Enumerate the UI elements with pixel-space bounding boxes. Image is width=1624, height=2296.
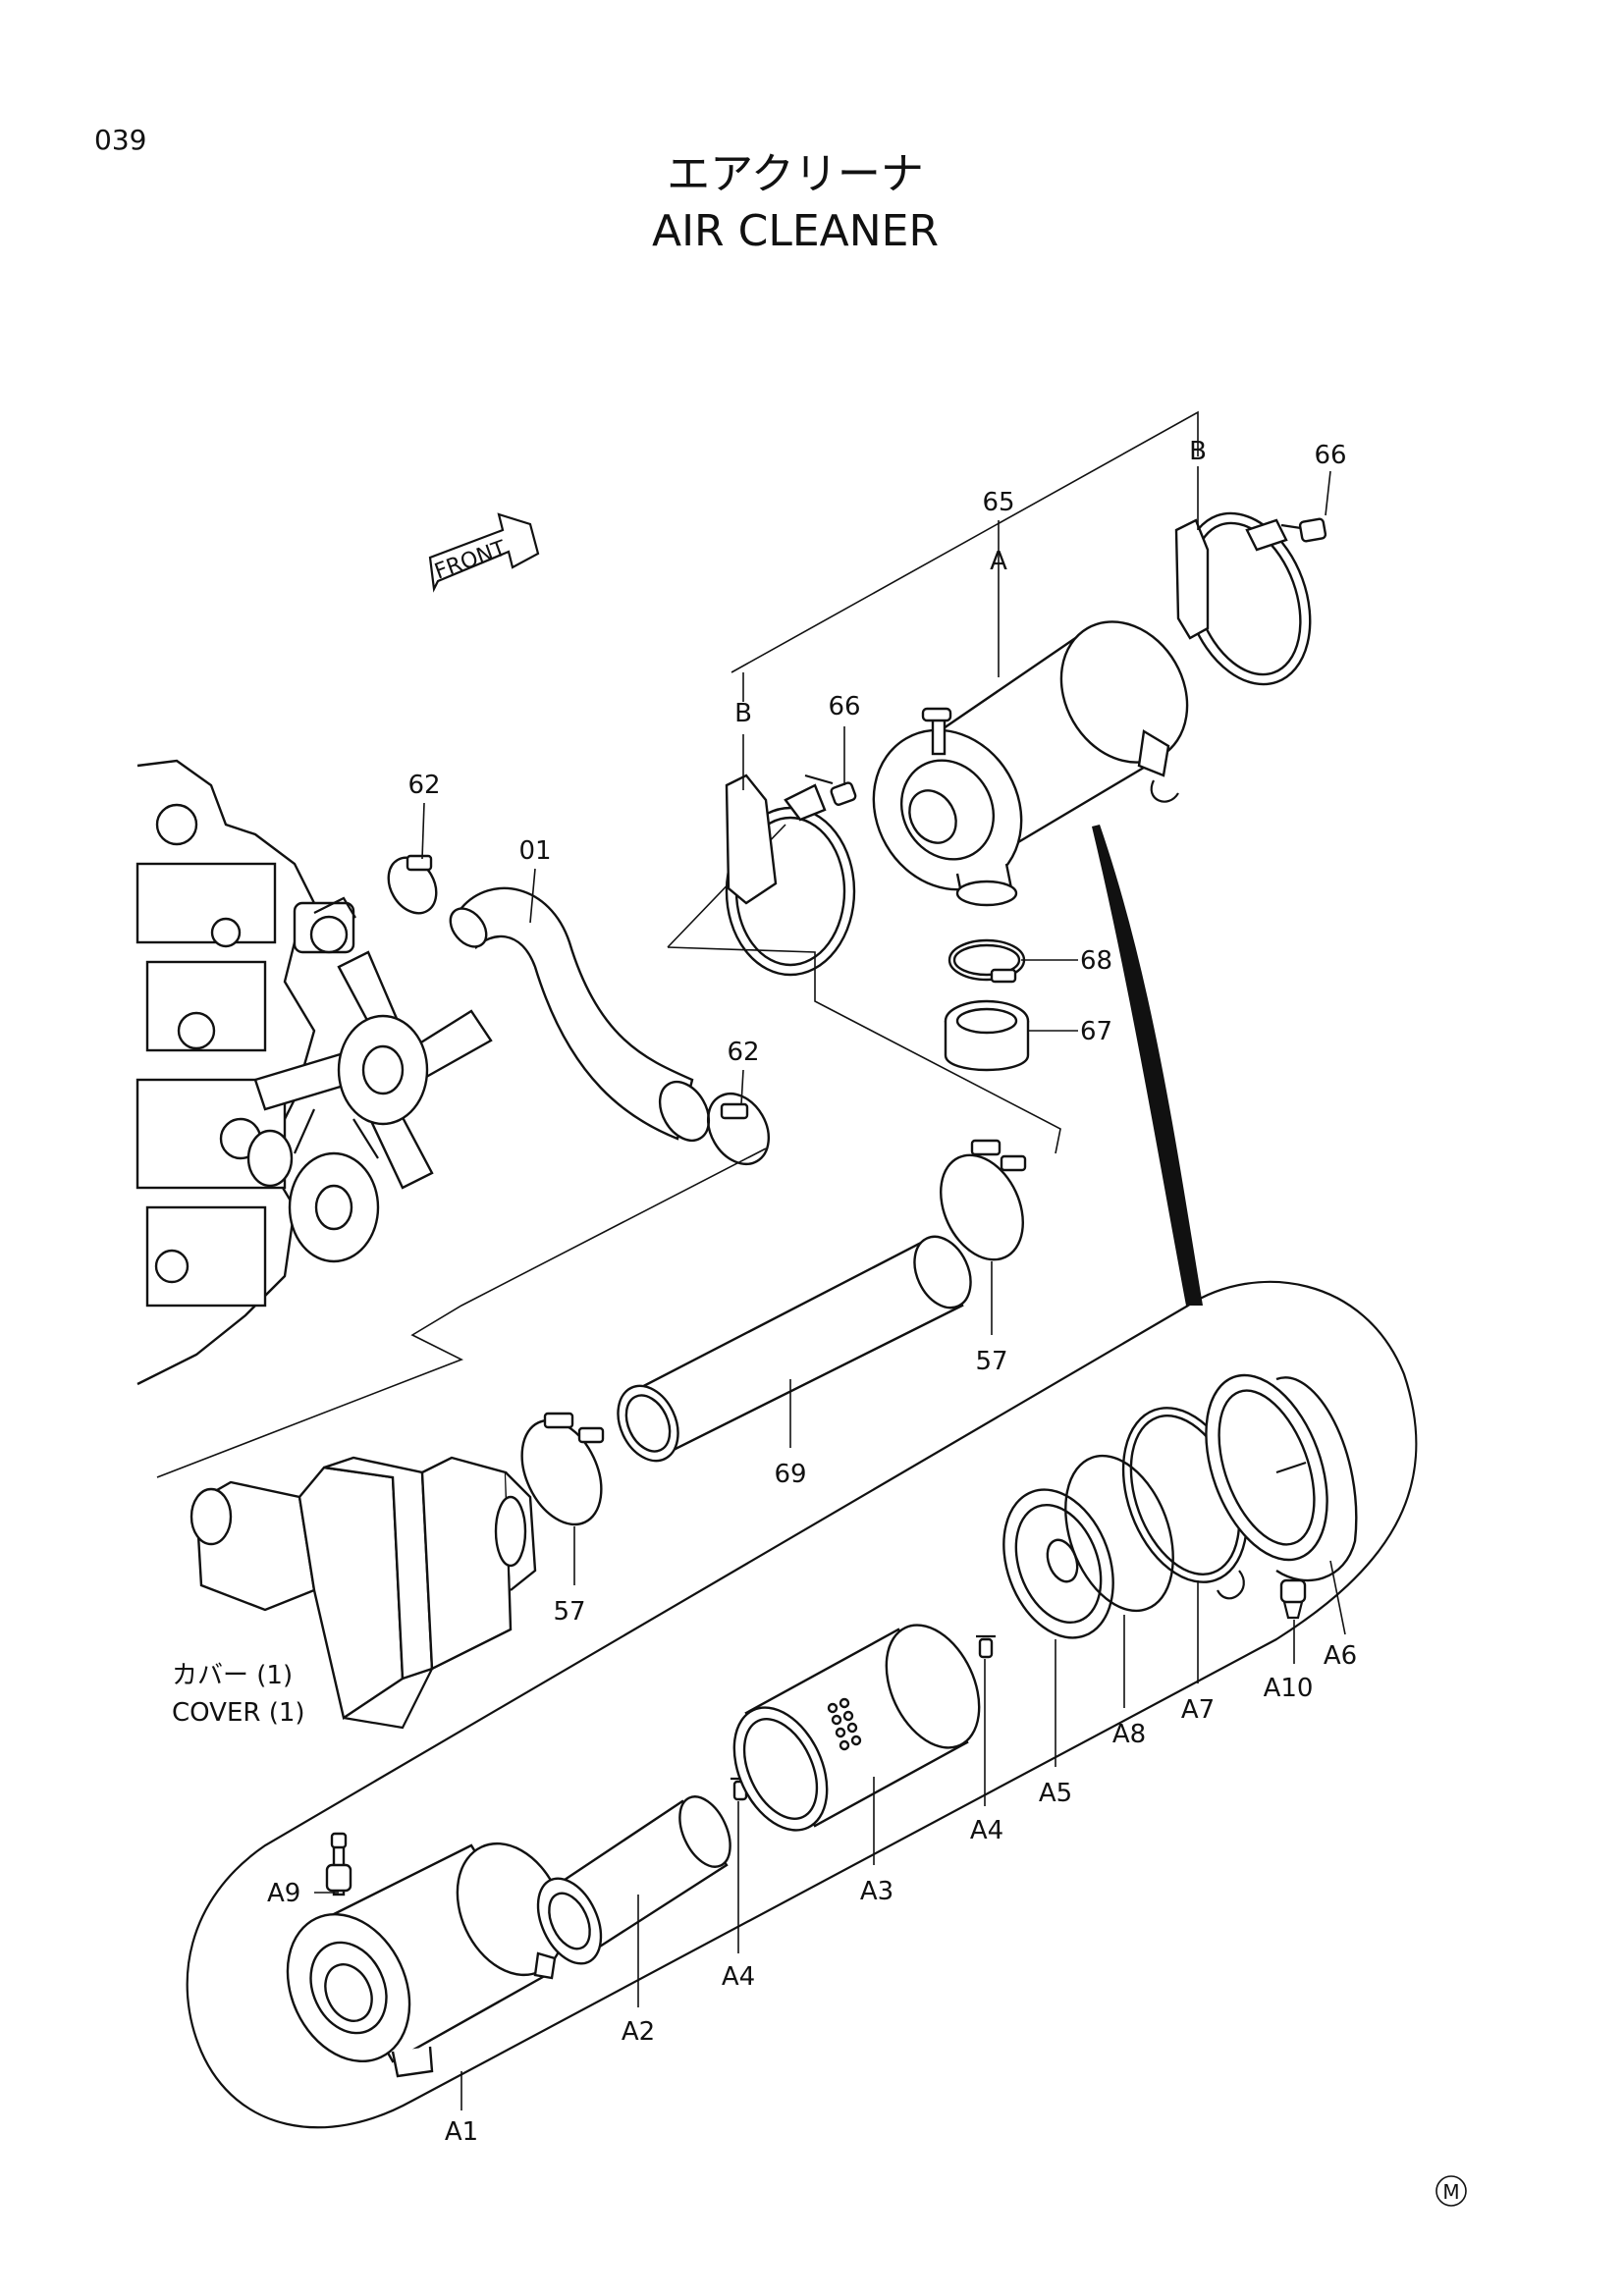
- front-label: FRONT: [432, 536, 511, 584]
- callout-a5: A5: [1039, 1779, 1072, 1808]
- callout-62-bottom: 62: [727, 1038, 759, 1067]
- callout-a2: A2: [622, 2017, 655, 2047]
- callout-a4-right: A4: [970, 1816, 1003, 1845]
- callout-a9: A9: [267, 1879, 300, 1908]
- hose-69: [617, 1235, 972, 1463]
- callout-68: 68: [1080, 946, 1112, 976]
- callout-a: A: [990, 547, 1007, 576]
- vacuator-a9: [325, 1832, 352, 1896]
- bracket-clamp-right: [1174, 511, 1327, 686]
- footer-mark: M: [1442, 2180, 1459, 2204]
- title-japanese: エアクリーナ: [667, 149, 924, 199]
- cover-note-japanese: カバー (1): [172, 1661, 293, 1690]
- callout-62-top: 62: [407, 771, 440, 800]
- callout-b-right: B: [1189, 437, 1207, 466]
- callout-57-left: 57: [553, 1597, 585, 1627]
- leader-lines: [314, 466, 1346, 2110]
- callout-a4-left: A4: [722, 1962, 755, 1992]
- callout-57-right: 57: [975, 1347, 1007, 1376]
- inner-element-a2: [536, 1795, 731, 1965]
- callout-a3: A3: [860, 1877, 893, 1906]
- title-english: AIR CLEANER: [652, 206, 939, 256]
- engine-block: [135, 759, 493, 1386]
- hose-clamp-57-right: [940, 1139, 1027, 1261]
- hose-clamp-57-left: [520, 1412, 605, 1526]
- exploded-view-outline: [186, 1280, 1418, 2129]
- end-cap-a5: [1002, 1488, 1114, 1639]
- callout-67: 67: [1080, 1017, 1112, 1046]
- callout-a1: A1: [445, 2117, 478, 2147]
- exploded-view-pointer: [1092, 825, 1203, 1306]
- callout-labels: 66 B 65 A B 66 62 01 68 67 62 57 69 57 A…: [267, 437, 1357, 2147]
- page-number: 039: [94, 124, 146, 156]
- hose-clamp-62-top: [387, 854, 438, 915]
- housing-a1: [286, 1842, 566, 2078]
- fan: [253, 950, 493, 1190]
- callout-01: 01: [518, 836, 551, 866]
- front-arrow-icon: FRONT: [428, 512, 540, 593]
- hose-clamp-62-bottom: [706, 1093, 771, 1165]
- dust-cup-a6: [1205, 1373, 1358, 1582]
- cover-note-english: COVER (1): [172, 1698, 305, 1728]
- bracket-clamp-left: [725, 774, 857, 977]
- hose-clamp-68: [947, 938, 1026, 984]
- callout-69: 69: [774, 1460, 806, 1489]
- outer-element-a3: [732, 1624, 981, 1832]
- hose-01: [449, 886, 711, 1143]
- gasket-a8: [1064, 1454, 1174, 1613]
- footer-mark-icon: M: [1435, 2175, 1467, 2207]
- callout-66-left: 66: [828, 692, 860, 721]
- callout-65: 65: [982, 488, 1014, 517]
- rubber-seal-67: [944, 999, 1030, 1072]
- callout-a6: A6: [1324, 1641, 1357, 1671]
- callout-a10: A10: [1264, 1674, 1314, 1703]
- callout-a8: A8: [1112, 1720, 1146, 1749]
- callout-b-left: B: [734, 699, 752, 728]
- air-cleaner-assembly: [872, 620, 1189, 907]
- callout-a7: A7: [1181, 1695, 1215, 1725]
- perforation-pattern: [827, 1697, 862, 1751]
- dust-valve-a10: [1279, 1578, 1307, 1620]
- callout-66-right: 66: [1314, 441, 1346, 470]
- wing-nut-a4-right: [976, 1634, 996, 1659]
- intake-cover: [189, 1456, 537, 1730]
